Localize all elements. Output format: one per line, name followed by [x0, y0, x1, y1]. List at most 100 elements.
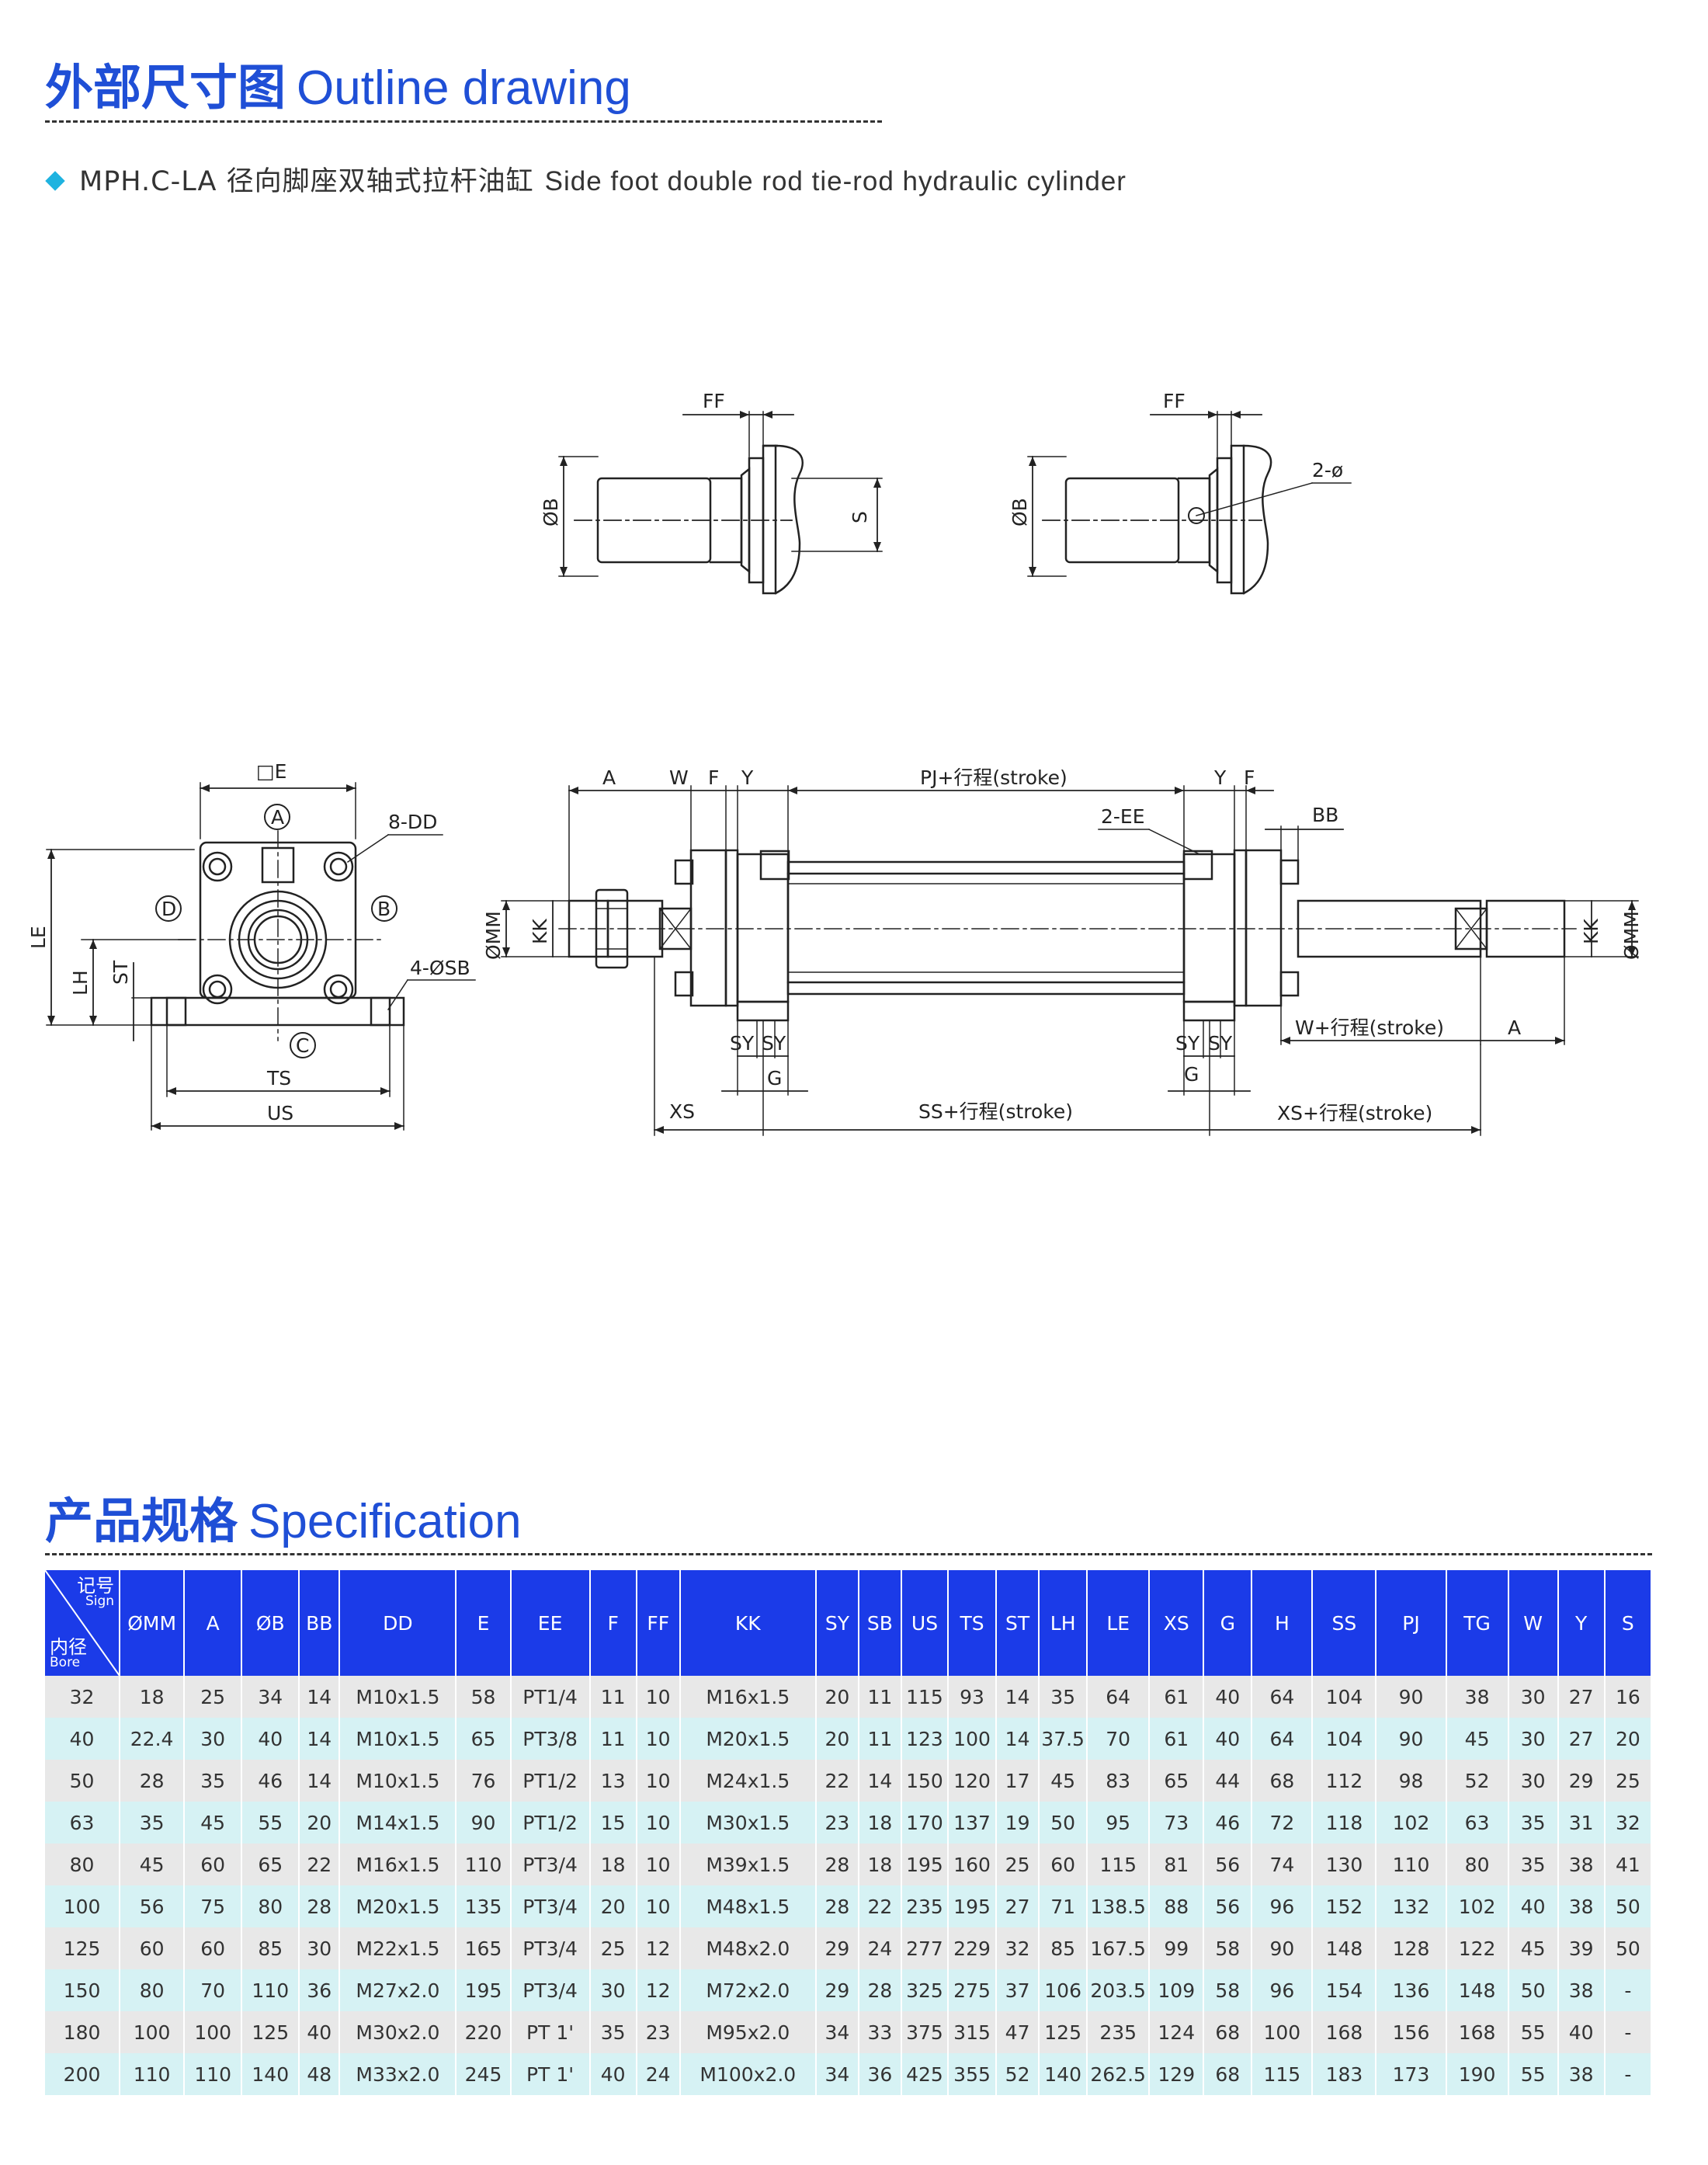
corner-bore-en: Bore [50, 1655, 81, 1670]
table-cell: 40 [241, 1718, 300, 1760]
table-cell: M20x1.5 [339, 1885, 457, 1927]
table-cell: 129 [1149, 2053, 1205, 2095]
table-cell: 64 [1087, 1676, 1151, 1718]
table-cell: 235 [1087, 2011, 1151, 2053]
table-cell: 70 [184, 1969, 243, 2011]
table-cell: M22x1.5 [339, 1927, 457, 1969]
table-cell: 35 [1508, 1844, 1559, 1885]
table-cell: 102 [1376, 1802, 1447, 1844]
label-a-right: A [1508, 1016, 1521, 1039]
table-cell: 104 [1312, 1718, 1377, 1760]
table-cell: M27x2.0 [339, 1969, 457, 2011]
table-cell: 75 [184, 1885, 243, 1927]
table-cell: 168 [1446, 2011, 1509, 2053]
table-cell: 100 [1251, 2011, 1314, 2053]
table-cell: 10 [636, 1802, 681, 1844]
table-cell: PT1/4 [510, 1676, 591, 1718]
table-cell: 27 [996, 1885, 1040, 1927]
table-cell: 13 [589, 1760, 637, 1802]
table-cell: 14 [996, 1676, 1040, 1718]
table-cell: 34 [815, 2011, 859, 2053]
table-cell: 11 [589, 1718, 637, 1760]
label-ts: TS [266, 1067, 291, 1089]
table-cell: 106 [1039, 1969, 1088, 2011]
side-view [501, 785, 1639, 1136]
table-cell: 47 [996, 2011, 1040, 2053]
table-cell: 28 [299, 1885, 341, 1927]
table-cell: 46 [1203, 1802, 1253, 1844]
table-cell: 35 [589, 2011, 637, 2053]
table-cell: PT3/4 [510, 1927, 591, 1969]
table-cell: 61 [1149, 1718, 1205, 1760]
table-cell: 100 [120, 2011, 186, 2053]
header-cell: EE [510, 1570, 591, 1676]
table-cell: 245 [456, 2053, 512, 2095]
label-g-left: G [767, 1067, 782, 1089]
label-circle-b: B [377, 898, 391, 920]
table-cell: 277 [901, 1927, 949, 1969]
table-cell: 10 [636, 1718, 681, 1760]
table-cell: 29 [815, 1969, 859, 2011]
header-cell: SB [858, 1570, 902, 1676]
table-cell: 168 [1312, 2011, 1377, 2053]
bore-cell: 63 [45, 1802, 121, 1844]
table-cell: 58 [1203, 1927, 1253, 1969]
table-cell: 14 [858, 1760, 902, 1802]
table-cell: 44 [1203, 1760, 1253, 1802]
table-cell: 60 [184, 1844, 243, 1885]
label-w: W [669, 766, 689, 789]
table-cell: 11 [589, 1676, 637, 1718]
header-cell: A [184, 1570, 243, 1676]
label-f-right: F [1244, 766, 1255, 789]
table-cell: 20 [815, 1718, 859, 1760]
table-cell: 58 [456, 1676, 512, 1718]
table-cell: 22.4 [120, 1718, 186, 1760]
table-cell: PT3/4 [510, 1969, 591, 2011]
table-cell: M72x2.0 [679, 1969, 817, 2011]
header-cell: KK [679, 1570, 817, 1676]
table-cell: 123 [901, 1718, 949, 1760]
table-cell: 28 [815, 1844, 859, 1885]
table-cell: PT 1' [510, 2053, 591, 2095]
table-cell: M48x1.5 [679, 1885, 817, 1927]
table-cell: 71 [1039, 1885, 1088, 1927]
table-cell: 41 [1604, 1844, 1653, 1885]
table-cell: 190 [1446, 2053, 1509, 2095]
label-w-stroke: W+行程(stroke) [1295, 1016, 1444, 1039]
table-cell: 14 [299, 1718, 341, 1760]
header-cell: LH [1039, 1570, 1088, 1676]
table-cell: 140 [1039, 2053, 1088, 2095]
table-cell: 73 [1149, 1802, 1205, 1844]
table-cell: 183 [1312, 2053, 1377, 2095]
table-cell: 68 [1203, 2011, 1253, 2053]
corner-sign-cn: 记号 [77, 1575, 115, 1597]
label-ee: 2-EE [1101, 805, 1145, 828]
table-cell: 56 [1203, 1844, 1253, 1885]
table-cell: 19 [996, 1802, 1040, 1844]
table-cell: 40 [589, 2053, 637, 2095]
table-cell: 31 [1557, 1802, 1606, 1844]
table-cell: 55 [241, 1802, 300, 1844]
table-cell: 30 [589, 1969, 637, 2011]
label-circle-d: D [161, 898, 176, 920]
header-cell: E [456, 1570, 512, 1676]
table-cell: 74 [1251, 1844, 1314, 1885]
outline-divider [45, 120, 882, 123]
bore-cell: 180 [45, 2011, 121, 2053]
table-cell: 65 [1149, 1760, 1205, 1802]
table-cell: 81 [1149, 1844, 1205, 1885]
table-cell: 110 [184, 2053, 243, 2095]
table-cell: M30x1.5 [679, 1802, 817, 1844]
table-cell: 60 [1039, 1844, 1088, 1885]
table-cell: 20 [815, 1676, 859, 1718]
label-circle-a: A [271, 806, 284, 829]
table-cell: 140 [241, 2053, 300, 2095]
table-cell: 14 [299, 1676, 341, 1718]
table-cell: 112 [1312, 1760, 1377, 1802]
